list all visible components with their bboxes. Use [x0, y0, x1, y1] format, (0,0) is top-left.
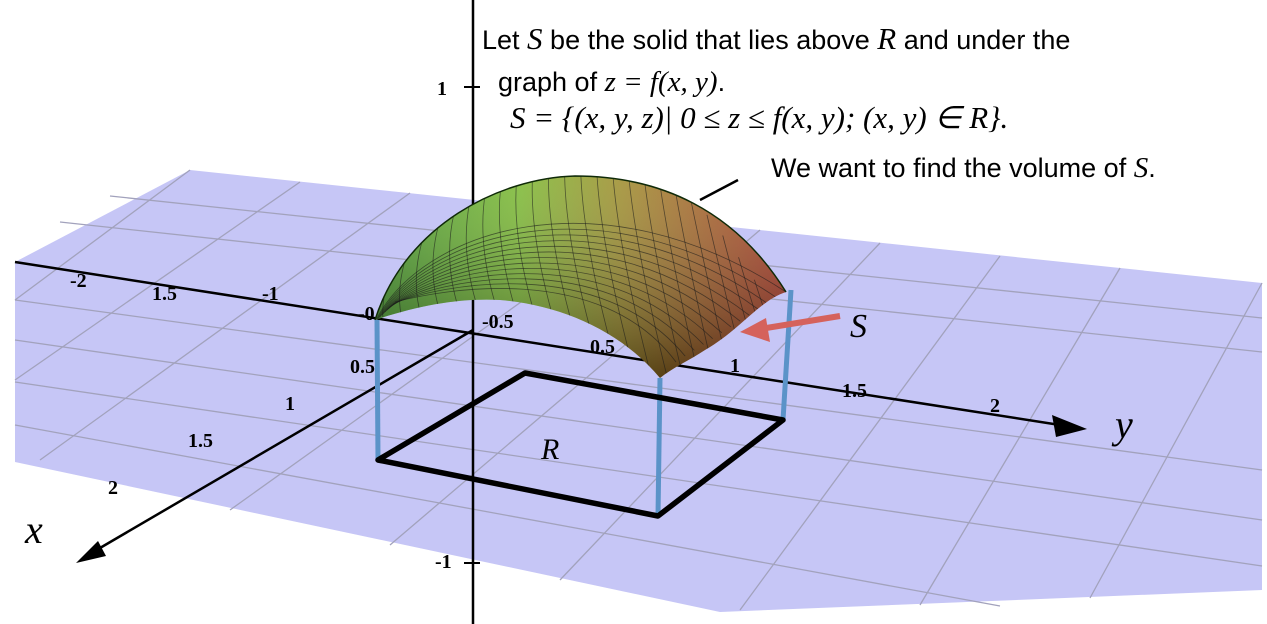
- x-axis: [87, 328, 474, 557]
- grid-line: [14, 381, 1263, 567]
- solid-S-label: S: [850, 308, 867, 345]
- grid-line: [559, 242, 881, 581]
- caption-text: graph of: [498, 67, 605, 97]
- post-left: [374, 319, 381, 461]
- caption-line-3: S = {(x, y, z)| 0 ≤ z ≤ f(x, y); (x, y) …: [510, 102, 1008, 133]
- math-S: S: [527, 21, 543, 56]
- surface-mesh-line: [383, 251, 741, 322]
- y-axis-arrowhead: [1052, 415, 1087, 437]
- surface-mesh-line: [391, 278, 695, 351]
- math-R: R: [877, 21, 897, 56]
- math-S: S: [1133, 152, 1149, 184]
- caption-line-1: Let S be the solid that lies above R and…: [482, 23, 1070, 54]
- grid-line: [919, 267, 1121, 606]
- surface-mesh-line: [388, 268, 713, 339]
- region-R-label: R: [540, 433, 559, 466]
- grid-line: [739, 255, 1001, 611]
- pointer-arrow-shaft: [759, 313, 841, 332]
- post-middle: [655, 377, 663, 517]
- region-R: [375, 370, 786, 519]
- grid-line: [14, 181, 301, 381]
- pointer-arrow-head: [740, 318, 770, 342]
- surface-mesh-line: [384, 257, 732, 328]
- caption-text: Let: [482, 25, 528, 55]
- x-tick-label: 0.5: [350, 356, 375, 378]
- z-tick-label-minus1: -1: [435, 551, 452, 573]
- x-axis-label: x: [24, 507, 43, 552]
- surface-mesh-line: [393, 283, 686, 357]
- surface-mesh-line: [386, 262, 723, 334]
- surface-mesh-line: [376, 228, 778, 321]
- surface-mesh-line: [627, 176, 669, 378]
- y-tick-label: 1.5: [842, 380, 867, 402]
- post-right: [780, 289, 794, 421]
- y-tick-label: -0.5: [482, 311, 514, 333]
- y-tick-label: -2: [70, 270, 87, 292]
- z-tick-label-1: 1: [437, 78, 447, 100]
- caption-text: .: [1148, 153, 1156, 183]
- math-set-definition: S = {(x, y, z)| 0 ≤ z ≤ f(x, y); (x, y) …: [510, 100, 1009, 135]
- surface-ridge-line: [699, 178, 739, 202]
- y-tick-label: 1: [730, 355, 740, 377]
- y-tick-label: 0.5: [590, 336, 615, 358]
- caption-text: be the solid that lies above: [542, 25, 878, 55]
- grid-line: [39, 192, 411, 461]
- x-tick-label: 2: [108, 477, 118, 499]
- y-tick-label: -0: [358, 303, 375, 325]
- grid-line: [14, 424, 1001, 607]
- y-tick-label: 1.5: [152, 283, 177, 305]
- grid-line: [14, 339, 1263, 521]
- surface-mesh-line: [611, 176, 653, 378]
- caption-text: and under the: [896, 25, 1071, 55]
- x-axis-arrowhead: [76, 541, 106, 563]
- caption-text: We want to find the volume of: [771, 153, 1134, 183]
- surface-mesh-line: [379, 240, 759, 318]
- x-tick-label: 1: [285, 393, 295, 415]
- caption-text: .: [717, 67, 726, 97]
- surface-mesh-line: [394, 288, 677, 363]
- grid-line: [14, 169, 191, 301]
- grid-line: [1089, 282, 1263, 599]
- y-tick-label: 2: [990, 395, 1000, 417]
- surface-mesh-line: [595, 176, 637, 378]
- surface-mesh-line: [381, 246, 750, 316]
- surface-mesh-line: [389, 273, 704, 345]
- math-graph-equation: z = f(x, y): [604, 66, 718, 98]
- caption-line-2: graph of z = f(x, y).: [498, 68, 725, 97]
- plane-grid: [14, 169, 1263, 611]
- surface: [374, 175, 787, 378]
- caption-line-4: We want to find the volume of S.: [771, 154, 1156, 183]
- y-axis-label: y: [1111, 402, 1133, 447]
- x-tick-label: 1.5: [188, 430, 213, 452]
- surface-mesh-line: [643, 176, 685, 378]
- surface-mesh-line: [375, 222, 786, 323]
- y-tick-label: -1: [262, 283, 279, 305]
- y-axis: [14, 260, 1061, 427]
- surface-mesh-line: [377, 234, 768, 319]
